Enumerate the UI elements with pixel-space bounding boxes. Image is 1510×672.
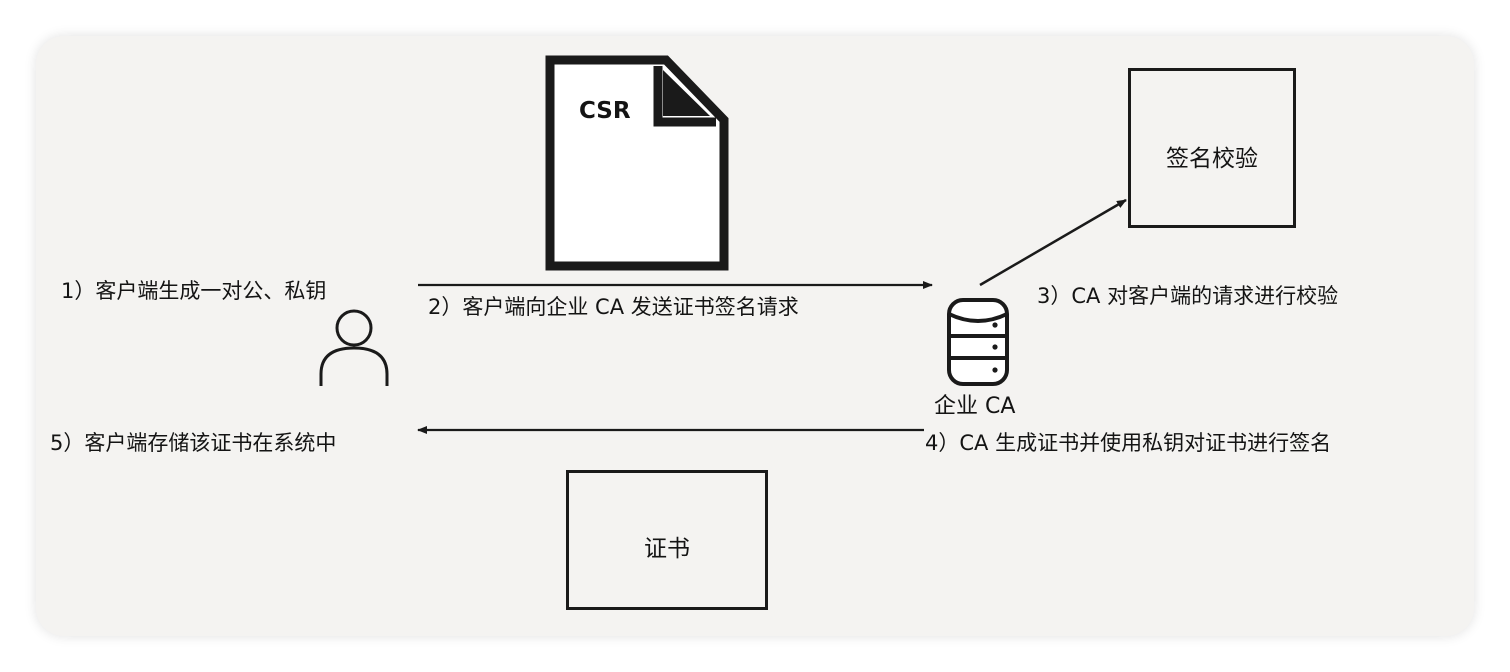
csr-document-icon (545, 55, 729, 271)
diagram-graphics (319, 55, 1127, 434)
certificate-label: 证书 (644, 536, 690, 562)
certificate-box: 证书 (566, 470, 768, 610)
step3-label: 3）CA 对客户端的请求进行校验 (1037, 284, 1339, 308)
csr-label: CSR (579, 98, 631, 124)
signature-verify-box: 签名校验 (1128, 68, 1296, 228)
person-icon (319, 309, 389, 386)
arrow-ca-to-verify (979, 198, 1127, 287)
step4-label: 4）CA 生成证书并使用私钥对证书进行签名 (925, 431, 1332, 455)
diagram-canvas: CSR 签名校验 证书 1）客户端生成一对公、私钥 2）客户端向企业 CA 发送… (36, 36, 1474, 636)
step5-label: 5）客户端存储该证书在系统中 (50, 431, 337, 455)
database-icon (947, 298, 1009, 386)
step1-label: 1）客户端生成一对公、私钥 (61, 279, 327, 303)
signature-verify-label: 签名校验 (1166, 146, 1258, 172)
ca-server-label: 企业 CA (934, 394, 1016, 419)
step2-label: 2）客户端向企业 CA 发送证书签名请求 (428, 295, 799, 319)
